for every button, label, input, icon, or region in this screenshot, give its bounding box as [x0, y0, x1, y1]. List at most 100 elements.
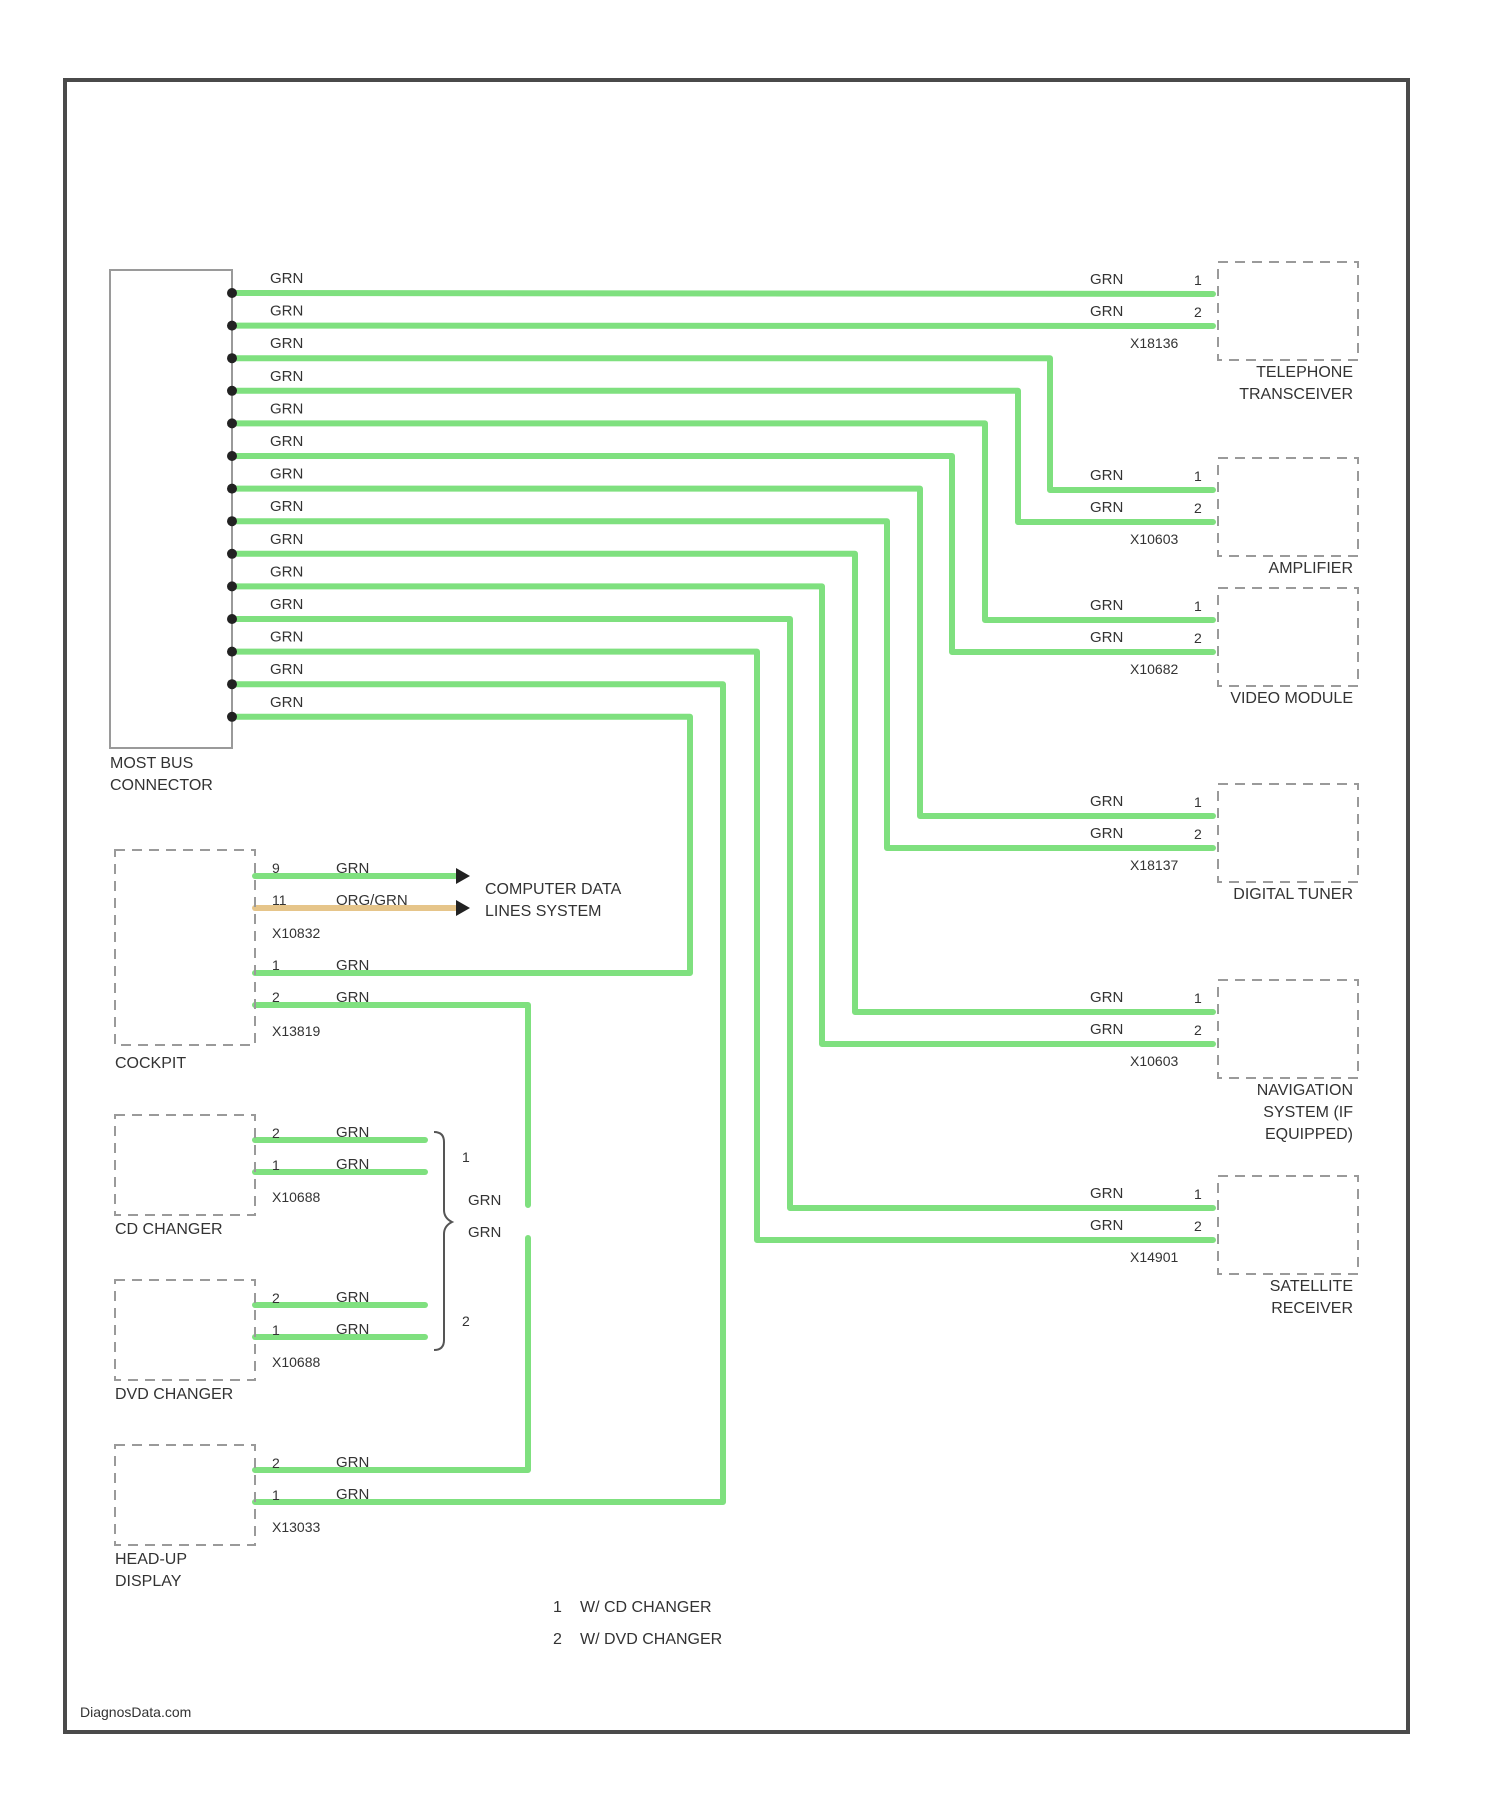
- telephone-wire-label-1: GRN: [1090, 271, 1123, 288]
- most-bus-pin-dot: [227, 386, 237, 396]
- dvd-pin-2: 2: [272, 1290, 280, 1306]
- most-ring-wire: [232, 293, 1213, 294]
- cockpit-pin-1: 1: [272, 957, 280, 973]
- cockpit-name: COCKPIT: [115, 1055, 186, 1072]
- note-2-number: 2: [553, 1631, 562, 1648]
- navigation-pin-2: 2: [1194, 1022, 1202, 1038]
- navigation-wire-label-2: GRN: [1090, 1021, 1123, 1038]
- dvd-changer-box: [115, 1280, 255, 1380]
- amplifier-pin-1: 1: [1194, 468, 1202, 484]
- most-bus-label-2: CONNECTOR: [110, 777, 213, 794]
- telephone-transceiver: 1 2 GRN GRN X18136 TELEPHONE TRANSCEIVER: [1090, 262, 1358, 403]
- most-bus-pin-dot: [227, 647, 237, 657]
- telephone-name-1: TELEPHONE: [1256, 364, 1353, 381]
- amplifier-name: AMPLIFIER: [1269, 560, 1353, 577]
- telephone-name-2: TRANSCEIVER: [1239, 386, 1353, 403]
- telephone-wire-label-2: GRN: [1090, 303, 1123, 320]
- amplifier-wire-label-2: GRN: [1090, 499, 1123, 516]
- telephone-connector-id: X18136: [1130, 335, 1178, 351]
- hud-wire-label-1: GRN: [336, 1454, 369, 1471]
- cd-wire-label-2: GRN: [336, 1156, 369, 1173]
- option-braces: 1 2 GRN GRN: [434, 1132, 501, 1350]
- cd-wire-label-1: GRN: [336, 1124, 369, 1141]
- most-bus-pin-dot: [227, 288, 237, 298]
- most-bus-pin-dot: [227, 484, 237, 494]
- most-bus-pin-dot: [227, 321, 237, 331]
- cockpit-data-connector-id: X10832: [272, 925, 320, 941]
- dvd-changer: 2 1 GRN GRN X10688 DVD CHANGER: [115, 1280, 369, 1403]
- most-bus-wire-label: GRN: [270, 368, 303, 385]
- navigation-connector-id: X10603: [1130, 1053, 1178, 1069]
- video-connector-id: X10682: [1130, 661, 1178, 677]
- hud-pin-2: 2: [272, 1455, 280, 1471]
- brace-label-1: 1: [462, 1149, 470, 1165]
- video-pin-1: 1: [1194, 598, 1202, 614]
- video-wire-label-1: GRN: [1090, 597, 1123, 614]
- cd-pin-1: 1: [272, 1157, 280, 1173]
- video-pin-2: 2: [1194, 630, 1202, 646]
- cd-changer-name: CD CHANGER: [115, 1221, 223, 1238]
- cd-connector-id: X10688: [272, 1189, 320, 1205]
- dvd-connector-id: X10688: [272, 1354, 320, 1370]
- amplifier-pin-2: 2: [1194, 500, 1202, 516]
- brace-wire-label-2: GRN: [468, 1224, 501, 1241]
- amplifier-connector-id: X10603: [1130, 531, 1178, 547]
- most-bus-pin-dot: [227, 614, 237, 624]
- satellite-wire-label-1: GRN: [1090, 1185, 1123, 1202]
- most-bus-pin-dot: [227, 418, 237, 428]
- most-bus-wire-label: GRN: [270, 335, 303, 352]
- most-bus-wire-label: GRN: [270, 466, 303, 483]
- cockpit-most-connector-id: X13819: [272, 1023, 320, 1039]
- tuner-connector-id: X18137: [1130, 857, 1178, 873]
- navigation-name-1: NAVIGATION: [1257, 1082, 1353, 1099]
- hud-name-1: HEAD-UP: [115, 1551, 187, 1568]
- note-1-text: W/ CD CHANGER: [580, 1599, 712, 1616]
- satellite-receiver: 1 2 GRN GRN X14901 SATELLITE RECEIVER: [1090, 1176, 1358, 1317]
- most-bus-connector-box: [110, 270, 232, 748]
- amplifier: 1 2 GRN GRN X10603 AMPLIFIER: [1090, 458, 1358, 577]
- video-wire-label-2: GRN: [1090, 629, 1123, 646]
- navigation-system: 1 2 GRN GRN X10603 NAVIGATION SYSTEM (IF…: [1090, 980, 1358, 1143]
- head-up-display-box: [115, 1445, 255, 1545]
- amplifier-box: [1218, 458, 1358, 556]
- hud-connector-id: X13033: [272, 1519, 320, 1535]
- telephone-pin-1: 1: [1194, 272, 1202, 288]
- cd-changer-box: [115, 1115, 255, 1215]
- most-bus-wire-label: GRN: [270, 400, 303, 417]
- cockpit-box: [115, 850, 255, 1045]
- cockpit-pin-11: 11: [272, 892, 287, 908]
- cockpit-most-wire-label-2: GRN: [336, 989, 369, 1006]
- satellite-wire-label-2: GRN: [1090, 1217, 1123, 1234]
- most-bus-wire-label: GRN: [270, 563, 303, 580]
- navigation-box: [1218, 980, 1358, 1078]
- satellite-pin-2: 2: [1194, 1218, 1202, 1234]
- cockpit-pin-2: 2: [272, 989, 280, 1005]
- hud-name-2: DISPLAY: [115, 1573, 182, 1590]
- cockpit: 9 11 GRN ORG/GRN X10832 1 2 GRN GRN X138…: [115, 850, 408, 1072]
- cd-pin-2: 2: [272, 1125, 280, 1141]
- tuner-pin-1: 1: [1194, 794, 1202, 810]
- arrow-icon: [456, 900, 470, 916]
- brace-wire-label-1: GRN: [468, 1192, 501, 1209]
- brace-label-2: 2: [462, 1313, 470, 1329]
- satellite-name-1: SATELLITE: [1270, 1278, 1353, 1295]
- satellite-box: [1218, 1176, 1358, 1274]
- hud-pin-1: 1: [272, 1487, 280, 1503]
- telephone-transceiver-box: [1218, 262, 1358, 360]
- navigation-name-2: SYSTEM (IF: [1263, 1104, 1353, 1121]
- most-bus-pin-dot: [227, 516, 237, 526]
- computer-data-lines-label-1: COMPUTER DATA: [485, 881, 622, 898]
- tuner-pin-2: 2: [1194, 826, 1202, 842]
- tuner-name: DIGITAL TUNER: [1233, 886, 1353, 903]
- hud-wire-label-2: GRN: [336, 1486, 369, 1503]
- tuner-wire-label-1: GRN: [1090, 793, 1123, 810]
- amplifier-wire-label-1: GRN: [1090, 467, 1123, 484]
- navigation-wire-label-1: GRN: [1090, 989, 1123, 1006]
- watermark: DiagnosData.com: [80, 1704, 191, 1720]
- digital-tuner-box: [1218, 784, 1358, 882]
- dvd-changer-name: DVD CHANGER: [115, 1386, 233, 1403]
- most-bus-pin-dot: [227, 712, 237, 722]
- computer-data-lines: COMPUTER DATA LINES SYSTEM: [485, 881, 622, 920]
- video-name: VIDEO MODULE: [1230, 690, 1353, 707]
